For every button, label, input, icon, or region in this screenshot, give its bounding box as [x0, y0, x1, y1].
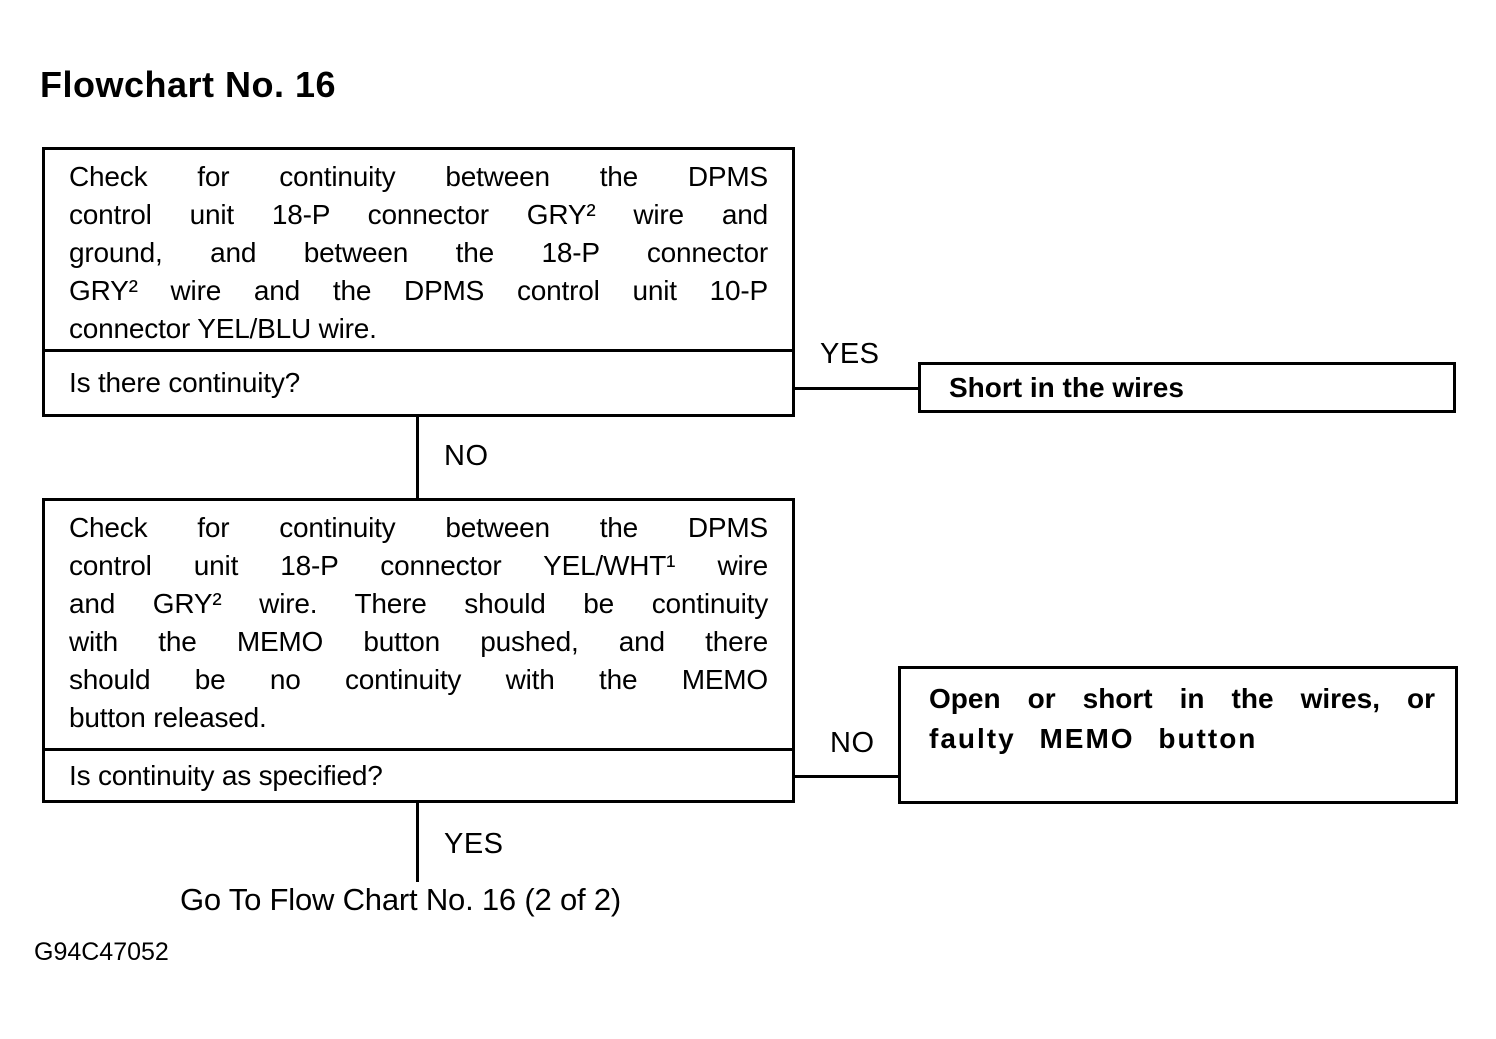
- step2-no-connector-line: [795, 775, 898, 778]
- step2-yes-label: YES: [444, 828, 504, 860]
- figure-code: G94C47052: [34, 938, 169, 966]
- step1-no-connector-line: [416, 417, 419, 498]
- step2-yes-connector-line: [416, 803, 419, 882]
- step1-yes-result-text: Short in the wires: [949, 371, 1184, 403]
- step1-yes-result-box: Short in the wires: [918, 362, 1456, 413]
- step1-question: Is there continuity?: [69, 367, 301, 398]
- step1-yes-label: YES: [820, 338, 880, 370]
- terminal-goto-text: Go To Flow Chart No. 16 (2 of 2): [180, 882, 621, 917]
- step2-no-label: NO: [830, 727, 875, 759]
- page-title: Flowchart No. 16: [40, 64, 337, 105]
- step2-question: Is continuity as specified?: [69, 759, 383, 791]
- step1-yes-connector-line: [795, 387, 918, 390]
- step1-no-label: NO: [444, 440, 489, 472]
